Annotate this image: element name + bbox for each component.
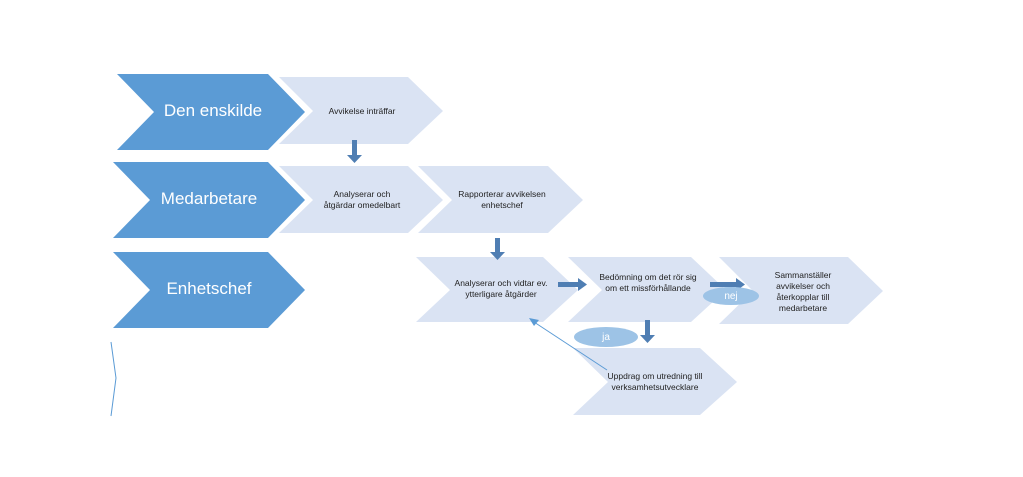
- step-chevron-3: [418, 166, 583, 233]
- role-chevron-medarbetare: [113, 162, 305, 238]
- step-chevron-7: [573, 348, 737, 415]
- flow-arrow-s5-s7: [640, 320, 655, 343]
- step-chevron-2: [279, 166, 443, 233]
- stray-line: [110, 341, 117, 417]
- feedback-connector: [533, 321, 608, 371]
- flow-arrow-s4-s5: [558, 278, 587, 291]
- feedback-connector-arrowhead: [529, 318, 539, 326]
- role-chevron-den-enskilde: [117, 74, 305, 150]
- step-chevron-4: [416, 257, 578, 322]
- flow-arrow-s3-s4: [490, 238, 505, 260]
- step-chevron-1: [279, 77, 443, 144]
- step-chevron-5: [568, 257, 726, 322]
- decision-pill-ja: [574, 327, 638, 347]
- step-chevron-6: [719, 257, 883, 324]
- role-chevron-enhetschef: [113, 252, 305, 328]
- decision-pill-nej: [703, 287, 759, 305]
- flow-arrow-s1-s2: [347, 140, 362, 163]
